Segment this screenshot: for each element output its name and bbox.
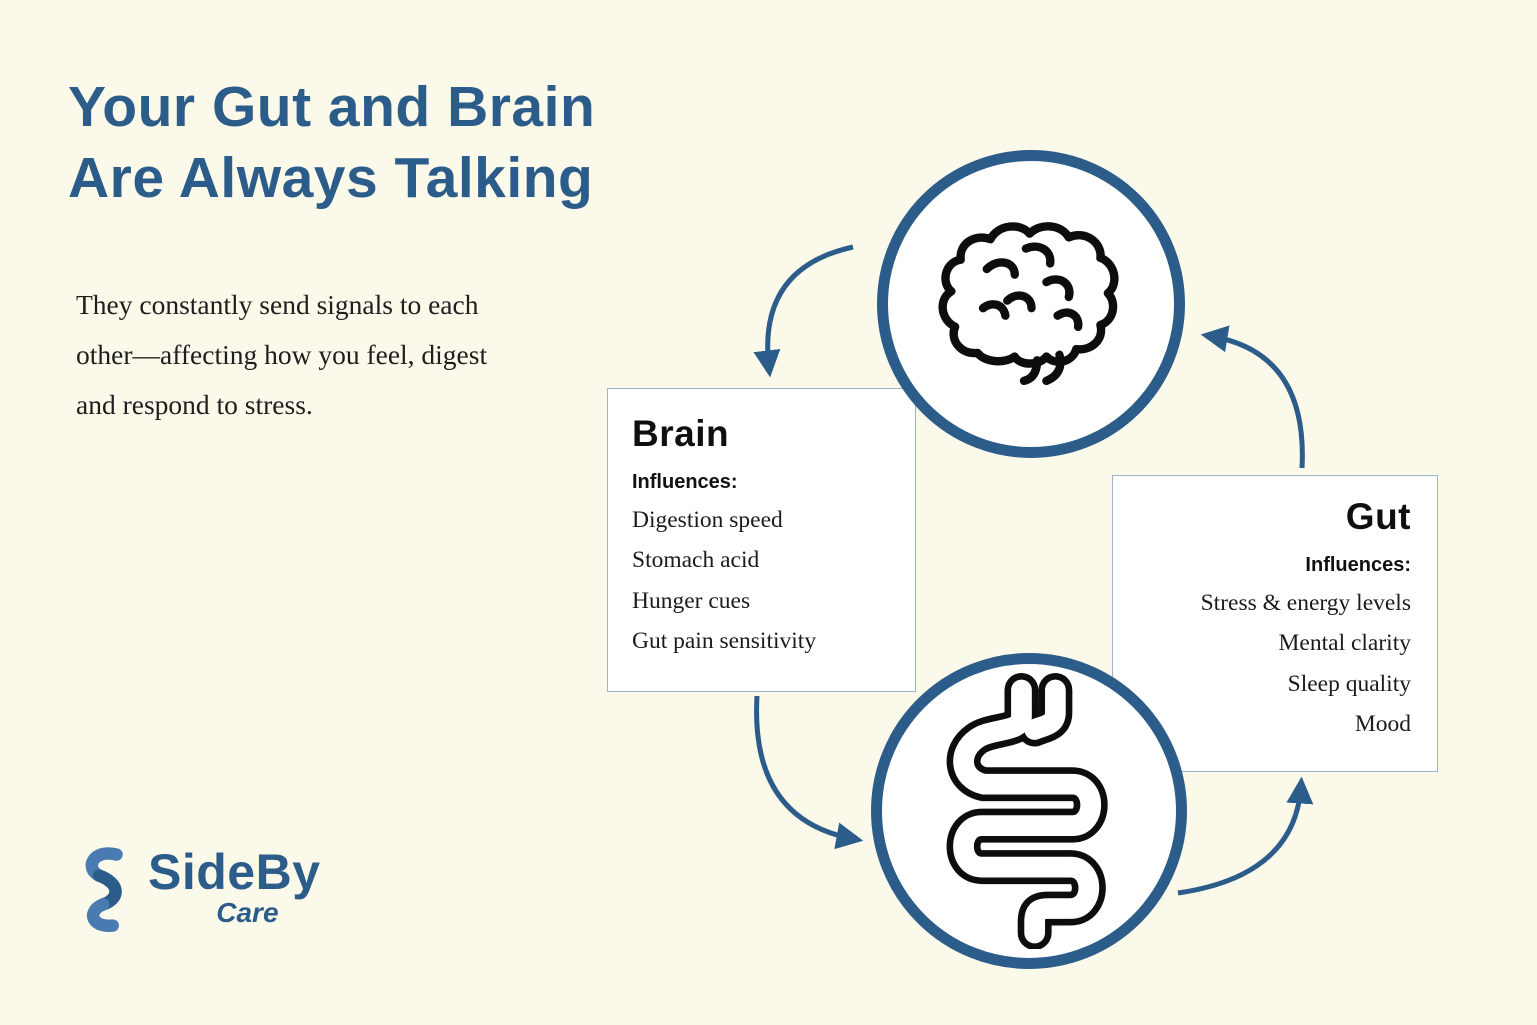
brain-influence-item: Digestion speed [632,507,783,533]
logo-text: SideBy Care [148,843,321,929]
arrow-gut-card-to-brain [1200,325,1305,469]
brain-icon [938,222,1119,386]
gut-info-card: Gut Influences: Stress & energy levels M… [1112,475,1438,772]
logo: SideBy Care [76,843,321,939]
page-title-line1: Your Gut and Brain [68,75,596,139]
gut-card-title: Gut [1345,496,1411,537]
gut-influence-item: Stress & energy levels [1200,590,1411,616]
brain-influence-item: Gut pain sensitivity [632,628,817,655]
brand-name: SideBy [148,844,321,900]
gut-circle [871,653,1187,969]
brand-sub: Care [216,897,279,928]
arrow-brain-card-to-gut [754,695,864,850]
brain-influence-item: Hunger cues [632,587,751,614]
page-title-line2: Are Always Talking [68,145,594,210]
gut-influence-list: Stress & energy levels Mental clarity Sl… [1139,583,1411,745]
brain-influence-list: Digestion speed Stomach acid Hunger cues… [632,500,891,662]
intestine-icon [946,673,1108,949]
gut-influence-item: Mood [1354,711,1411,738]
brain-info-card: Brain Influences: Digestion speed Stomac… [607,388,916,692]
brain-circle [877,150,1185,458]
arrow-brain-to-brain-card [753,244,854,378]
brain-influences-label: Influences: [632,471,738,493]
arrow-gut-to-gut-card [1177,776,1314,896]
brain-card-title: Brain [632,413,730,454]
gut-influences-label: Influences: [1305,554,1411,576]
intro-text: They constantly send signals to each oth… [76,288,488,420]
gut-influence-item: Sleep quality [1287,670,1411,697]
page-title: Your Gut and Brain Are Always Talking [68,72,595,213]
s-ribbon-icon [85,847,123,932]
brain-influence-item: Stomach acid [632,547,760,574]
gut-influence-item: Mental clarity [1278,630,1411,657]
